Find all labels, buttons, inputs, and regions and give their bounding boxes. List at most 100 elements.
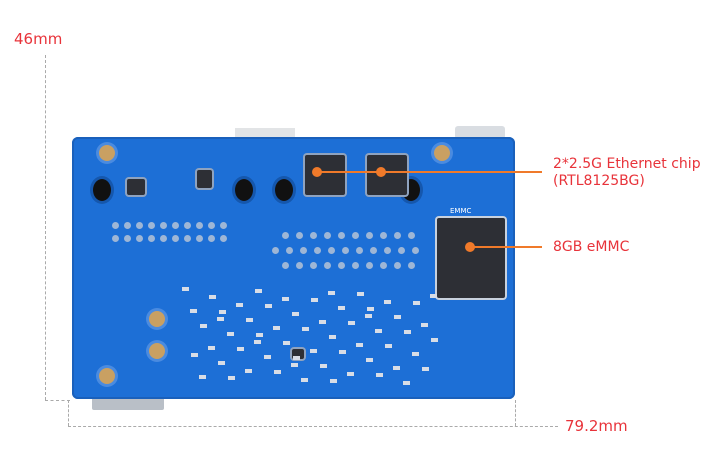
smd-component: [367, 307, 374, 311]
via: [220, 222, 227, 229]
smd-component: [274, 370, 281, 374]
smd-component: [282, 297, 289, 301]
via: [124, 222, 131, 229]
ic: [197, 170, 212, 188]
smd-component: [246, 318, 253, 322]
smd-component: [311, 298, 318, 302]
via: [338, 262, 345, 269]
via: [184, 222, 191, 229]
smd-component: [356, 343, 363, 347]
smd-component: [319, 320, 326, 324]
via: [282, 262, 289, 269]
smd-component: [301, 378, 308, 382]
smd-component: [256, 333, 263, 337]
via: [384, 247, 391, 254]
usb-connector: [455, 126, 505, 139]
smd-component: [199, 375, 206, 379]
pcb-board: EMMC: [72, 137, 515, 399]
via: [148, 222, 155, 229]
width-dimension-label: 79.2mm: [565, 417, 628, 435]
smd-component: [385, 344, 392, 348]
via: [352, 232, 359, 239]
emmc-chip: [437, 218, 505, 298]
via: [208, 235, 215, 242]
emmc-leader-line: [470, 246, 542, 248]
smd-component: [375, 329, 382, 333]
smd-component: [265, 304, 272, 308]
smd-component: [228, 376, 235, 380]
via: [328, 247, 335, 254]
mounting-hole: [99, 368, 115, 384]
smd-component: [413, 301, 420, 305]
ethernet-chip-marker: [376, 167, 386, 177]
via: [314, 247, 321, 254]
smd-component: [394, 315, 401, 319]
smd-component: [254, 340, 261, 344]
smd-component: [365, 314, 372, 318]
via: [394, 262, 401, 269]
via: [208, 222, 215, 229]
smd-component: [273, 326, 280, 330]
smd-component: [376, 373, 383, 377]
smd-component: [348, 321, 355, 325]
via: [366, 232, 373, 239]
smd-component: [310, 349, 317, 353]
via: [296, 232, 303, 239]
via: [300, 247, 307, 254]
mounting-hole: [99, 145, 115, 161]
emmc-silkscreen: EMMC: [450, 207, 472, 215]
via: [160, 222, 167, 229]
smd-component: [403, 381, 410, 385]
via: [408, 262, 415, 269]
via: [286, 247, 293, 254]
smd-component: [291, 363, 298, 367]
via: [296, 262, 303, 269]
smd-component: [293, 356, 300, 360]
smd-component: [366, 358, 373, 362]
via: [380, 232, 387, 239]
via: [112, 235, 119, 242]
ethernet-chip-label: 2*2.5G Ethernet chip (RTL8125BG): [553, 156, 701, 190]
width-dimension-line: [68, 400, 69, 426]
smd-component: [236, 303, 243, 307]
through-hole: [93, 179, 111, 201]
smd-component: [328, 291, 335, 295]
ethernet-chip-label-line2: (RTL8125BG): [553, 173, 645, 189]
width-dimension-line: [68, 426, 558, 427]
smd-component: [217, 317, 224, 321]
usb-connector-bottom: [92, 396, 164, 410]
smd-component: [430, 294, 437, 298]
smd-component: [237, 347, 244, 351]
height-dimension-tick: [45, 400, 70, 401]
smd-component: [422, 367, 429, 371]
via: [148, 235, 155, 242]
smd-component: [347, 372, 354, 376]
via: [380, 262, 387, 269]
via: [342, 247, 349, 254]
smd-component: [209, 295, 216, 299]
via: [184, 235, 191, 242]
smd-component: [190, 309, 197, 313]
ethernet-chip: [305, 155, 345, 195]
smd-component: [245, 369, 252, 373]
via: [352, 262, 359, 269]
via: [370, 247, 377, 254]
via: [272, 247, 279, 254]
via: [124, 235, 131, 242]
smd-component: [329, 335, 336, 339]
emmc-label: 8GB eMMC: [553, 239, 630, 255]
via: [324, 232, 331, 239]
mounting-hole: [149, 311, 165, 327]
via: [172, 222, 179, 229]
smd-component: [384, 300, 391, 304]
via: [366, 262, 373, 269]
via: [310, 262, 317, 269]
via: [324, 262, 331, 269]
height-dimension-line: [45, 55, 46, 400]
through-hole: [275, 179, 293, 201]
via: [408, 232, 415, 239]
via: [310, 232, 317, 239]
smd-component: [338, 306, 345, 310]
through-hole: [235, 179, 253, 201]
smd-component: [255, 289, 262, 293]
